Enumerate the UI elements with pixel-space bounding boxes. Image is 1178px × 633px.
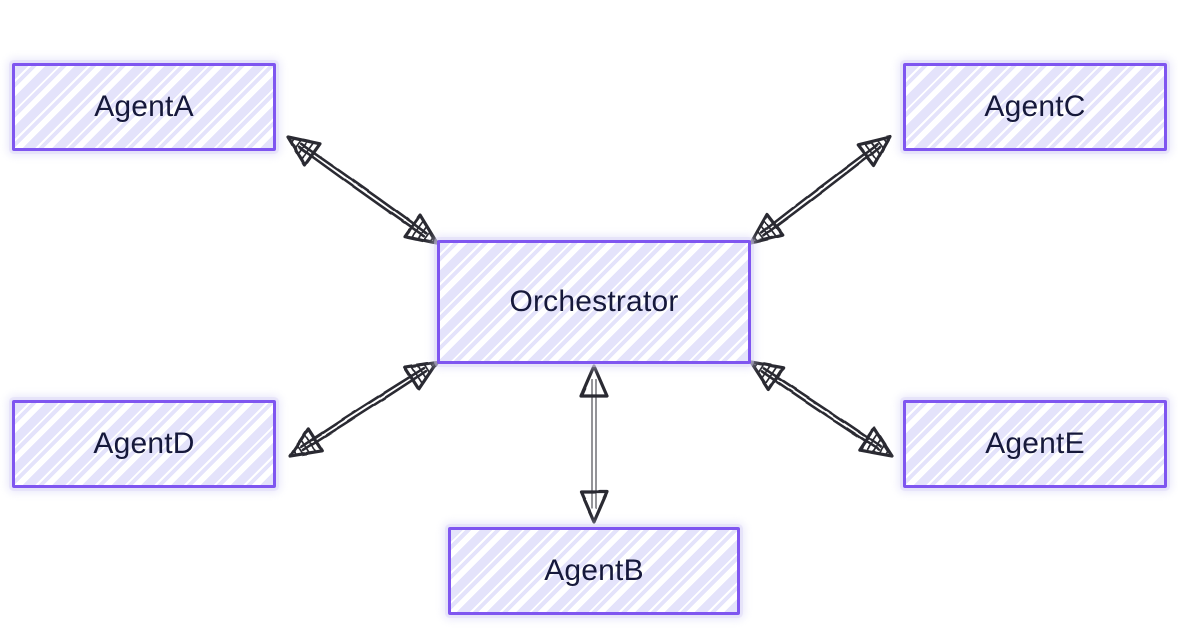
node-agenta-label: AgentA bbox=[94, 90, 194, 123]
node-agentb[interactable]: AgentB bbox=[448, 527, 740, 615]
node-agentd-label: AgentD bbox=[93, 427, 195, 460]
edge-orchestrator-agentA bbox=[286, 135, 439, 245]
node-agentd[interactable]: AgentD bbox=[12, 400, 276, 488]
node-agenta[interactable]: AgentA bbox=[12, 63, 276, 151]
node-agentc[interactable]: AgentC bbox=[903, 63, 1167, 151]
node-orchestrator-label: Orchestrator bbox=[509, 285, 679, 318]
node-agentb-label: AgentB bbox=[544, 554, 644, 587]
edge-orchestrator-agentD bbox=[288, 360, 439, 458]
node-orchestrator[interactable]: Orchestrator bbox=[437, 240, 751, 364]
node-agentc-label: AgentC bbox=[984, 90, 1086, 123]
node-agente[interactable]: AgentE bbox=[903, 400, 1167, 488]
edge-orchestrator-agentB bbox=[579, 364, 609, 524]
node-agente-label: AgentE bbox=[985, 427, 1085, 460]
edge-orchestrator-agentC bbox=[749, 135, 892, 245]
edge-orchestrator-agentE bbox=[749, 360, 894, 458]
